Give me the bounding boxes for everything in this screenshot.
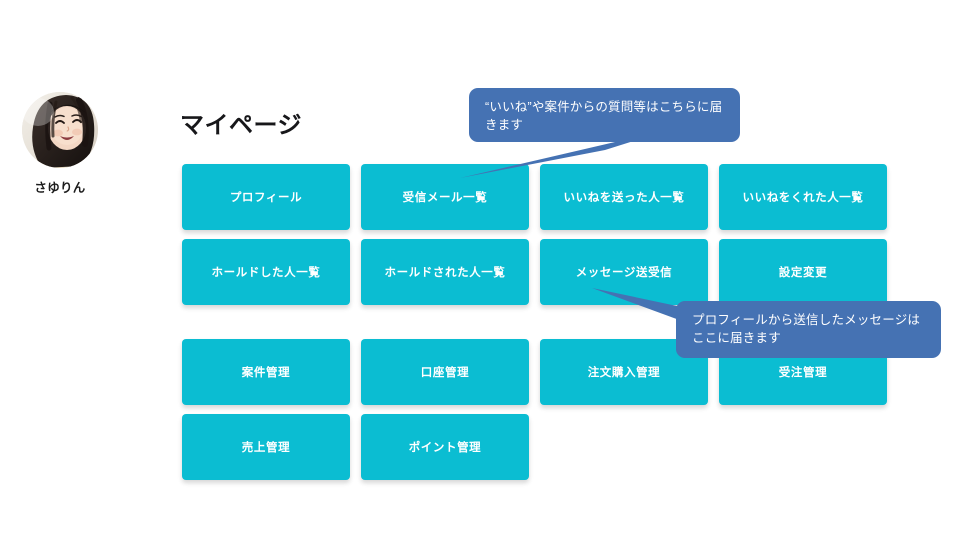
tile-account-management[interactable]: 口座管理 [361, 339, 529, 405]
tile-sales-management[interactable]: 売上管理 [182, 414, 350, 480]
profile-name: さゆりん [34, 181, 86, 195]
tile-messages[interactable]: メッセージ送受信 [540, 239, 708, 305]
tile-likes-received-list[interactable]: いいねをくれた人一覧 [719, 164, 887, 230]
tile-row: プロフィール 受信メール一覧 いいねを送った人一覧 いいねをくれた人一覧 [182, 164, 887, 230]
avatar[interactable] [22, 92, 98, 168]
profile-block: さゆりん [10, 92, 110, 196]
tile-likes-sent-list[interactable]: いいねを送った人一覧 [540, 164, 708, 230]
tile-point-management[interactable]: ポイント管理 [361, 414, 529, 480]
tile-held-by-list[interactable]: ホールドされた人一覧 [361, 239, 529, 305]
user-photo-avatar-icon [22, 92, 98, 168]
tile-profile[interactable]: プロフィール [182, 164, 350, 230]
tile-settings[interactable]: 設定変更 [719, 239, 887, 305]
tile-project-management[interactable]: 案件管理 [182, 339, 350, 405]
tile-row: 売上管理 ポイント管理 [182, 414, 529, 480]
tile-received-mail-list[interactable]: 受信メール一覧 [361, 164, 529, 230]
tile-row: ホールドした人一覧 ホールドされた人一覧 メッセージ送受信 設定変更 [182, 239, 887, 305]
callout-messages: プロフィールから送信したメッセージはここに届きます [676, 301, 941, 358]
tile-held-list[interactable]: ホールドした人一覧 [182, 239, 350, 305]
page-title: マイページ [180, 112, 303, 139]
callout-received-mail: “いいね”や案件からの質問等はこちらに届きます [469, 88, 740, 142]
